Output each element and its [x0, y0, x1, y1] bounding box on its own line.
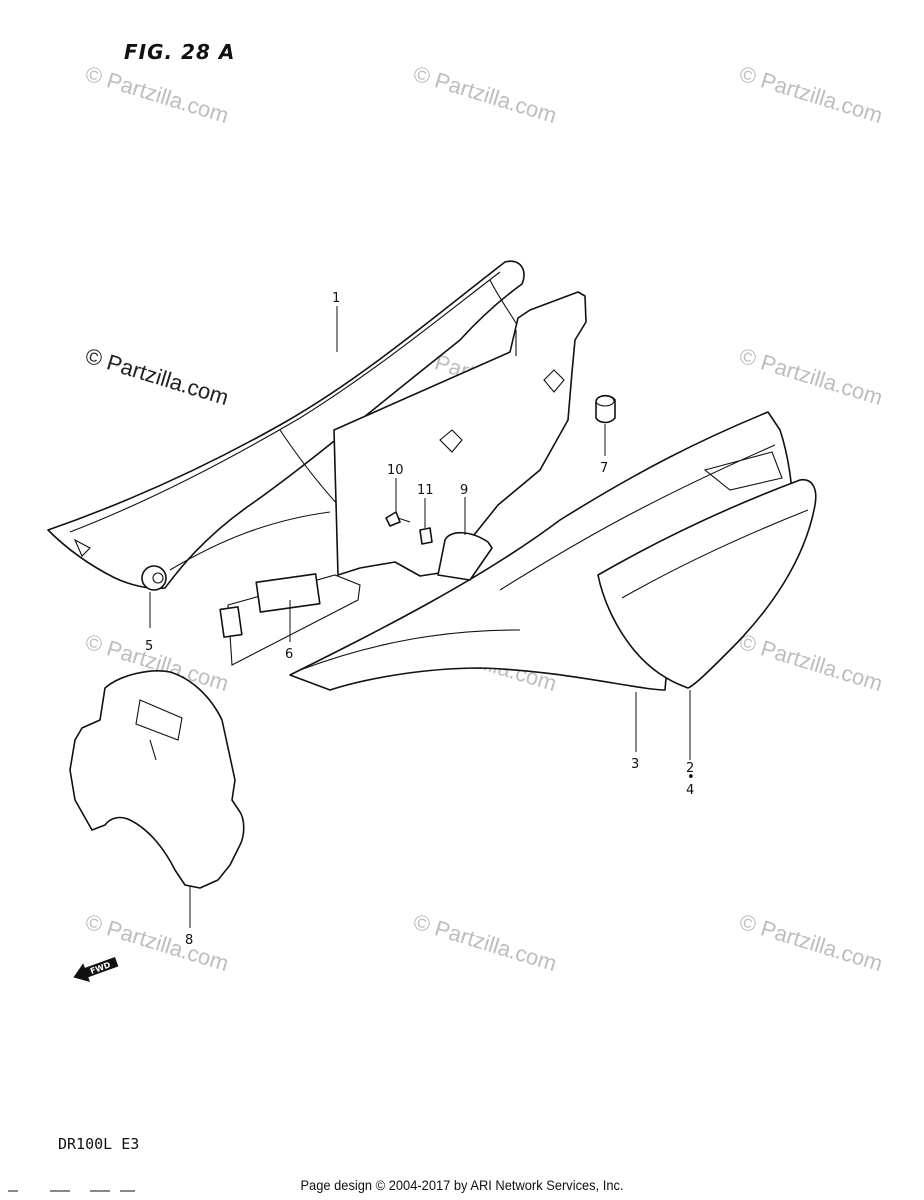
- fwd-arrow-icon: FWD: [73, 956, 119, 983]
- footer-copyright: Page design © 2004-2017 by ARI Network S…: [300, 1177, 624, 1193]
- model-code: DR100L E3: [58, 1135, 140, 1153]
- callout-4: 4: [686, 783, 694, 798]
- watermark: © Partzilla.com: [83, 61, 232, 128]
- part-8-shield: [69, 670, 245, 889]
- figure-title: FIG. 28 A: [124, 40, 236, 64]
- watermark: © Partzilla.com: [411, 909, 560, 976]
- callouts: 1 2 3 4 5 6 7 8 9 10 11 •: [145, 291, 695, 948]
- watermark: © Partzilla.com: [737, 343, 886, 410]
- part-2-emblem-panel: [597, 479, 817, 689]
- callout-10: 10: [387, 463, 404, 478]
- callout-8: 8: [185, 933, 193, 948]
- callout-7: 7: [600, 461, 608, 476]
- part-6-label-sheet: [219, 573, 361, 666]
- fwd-label: FWD: [89, 960, 112, 976]
- part-10-screw: [385, 511, 411, 527]
- part-1-inner-panel: [333, 291, 587, 577]
- callout-2: 2: [686, 761, 694, 776]
- watermark: © Partzilla.com: [737, 909, 886, 976]
- part-9-plate: [437, 531, 493, 581]
- callout-5: 5: [145, 639, 153, 654]
- part-5-grommet: [141, 565, 167, 591]
- callout-dot: •: [687, 770, 695, 785]
- part-11-nut: [419, 527, 433, 545]
- watermark: © Partzilla.com: [83, 343, 232, 410]
- callout-6: 6: [285, 647, 293, 662]
- leader-lines: [149, 306, 691, 928]
- callout-1: 1: [332, 291, 340, 306]
- callout-11: 11: [417, 483, 434, 498]
- callout-3: 3: [631, 757, 639, 772]
- watermark: © Partzilla.com: [737, 629, 886, 696]
- callout-9: 9: [460, 483, 468, 498]
- watermark: © Partzilla.com: [737, 61, 886, 128]
- watermark: © Partzilla.com: [411, 61, 560, 128]
- part-7-grommet: [595, 394, 616, 424]
